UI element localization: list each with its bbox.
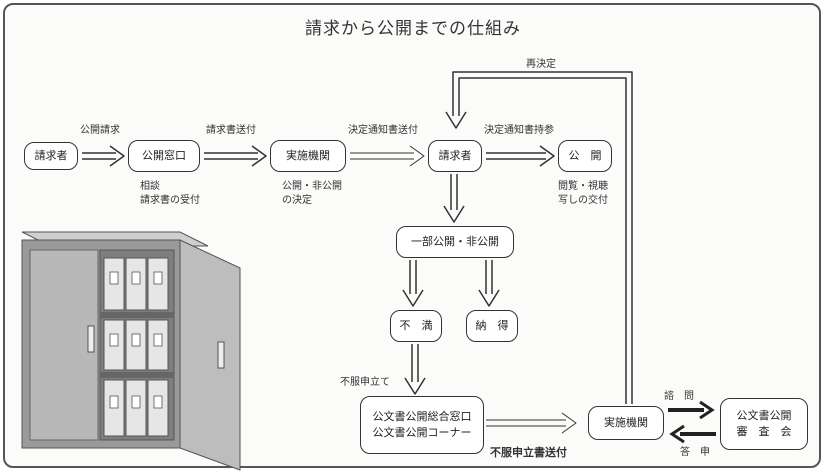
label-answer: 答 申: [680, 447, 710, 458]
label-request: 公開請求: [80, 125, 120, 136]
node-requester-decision: 請求者: [428, 140, 482, 172]
consult-line-2: 請求書の受付: [140, 194, 200, 206]
cabinet-illustration: [21, 231, 241, 471]
label-send-request: 請求書送付: [206, 125, 256, 136]
center-line-2: 公文書公開コーナー: [372, 426, 472, 439]
node-public-document-center: 公文書公開総合窓口 公文書公開コーナー: [360, 396, 484, 454]
label-decide: 公開・非公開 の決定: [282, 180, 342, 207]
label-redecide: 再決定: [526, 59, 556, 70]
label-consult: 相談 請求書の受付: [140, 180, 200, 207]
label-send-objection: 不服申立書送付: [490, 446, 567, 459]
view-line-1: 閲覧・視聴: [558, 181, 608, 192]
node-dissatisfied: 不 満: [390, 310, 442, 342]
label-objection: 不服申立て: [340, 377, 390, 388]
node-review-council: 公文書公開 審 査 会: [720, 398, 808, 450]
diagram-title: 請求から公開までの仕組み: [305, 19, 521, 39]
view-line-2: 写しの交付: [558, 194, 608, 206]
node-partial-nondisclosure: 一部公開・非公開: [396, 226, 514, 258]
label-view: 閲覧・視聴 写しの交付: [558, 180, 608, 207]
node-public-window: 公開窓口: [128, 140, 200, 172]
node-publish: 公 開: [558, 140, 612, 172]
label-send-notice: 決定通知書送付: [348, 125, 418, 136]
node-requester-start: 請求者: [24, 142, 78, 170]
decide-line-1: 公開・非公開: [282, 181, 342, 192]
label-bring-notice: 決定通知書持参: [484, 125, 554, 136]
council-line-1: 公文書公開: [736, 408, 792, 422]
center-line-1: 公文書公開総合窓口: [372, 409, 472, 423]
node-implementing-agency-review: 実施機関: [588, 406, 664, 440]
decide-line-2: の決定: [282, 194, 312, 206]
node-implementing-agency: 実施機関: [270, 140, 346, 172]
consult-line-1: 相談: [140, 181, 160, 192]
node-satisfied: 納 得: [466, 310, 518, 342]
council-line-2: 審 査 会: [736, 425, 792, 438]
label-inquiry: 諮 問: [664, 391, 694, 402]
